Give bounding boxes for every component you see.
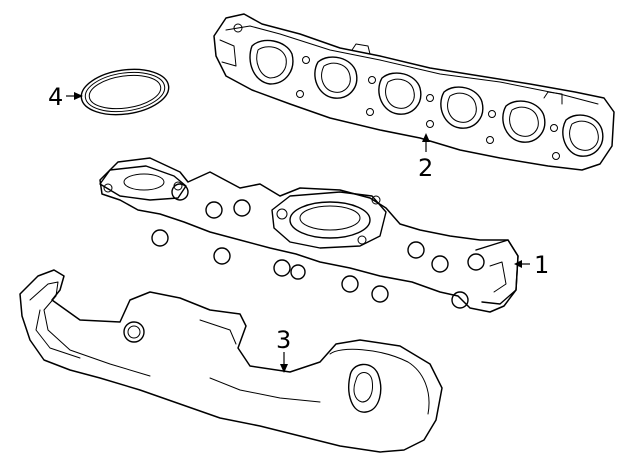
callout-1: 1 xyxy=(514,251,549,279)
part-1-exhaust-manifold xyxy=(99,157,519,313)
callout-2: 2 xyxy=(418,133,433,182)
part-3-heat-shield xyxy=(19,269,443,453)
part-2-manifold-gasket-plate xyxy=(213,13,615,171)
callout-3: 3 xyxy=(276,326,291,373)
part-4-gasket-ring xyxy=(80,68,170,116)
callout-label-2: 2 xyxy=(418,154,433,182)
callout-label-3: 3 xyxy=(276,326,291,354)
callout-label-4: 4 xyxy=(48,83,63,111)
callout-label-1: 1 xyxy=(534,251,549,279)
callout-4: 4 xyxy=(48,83,83,111)
